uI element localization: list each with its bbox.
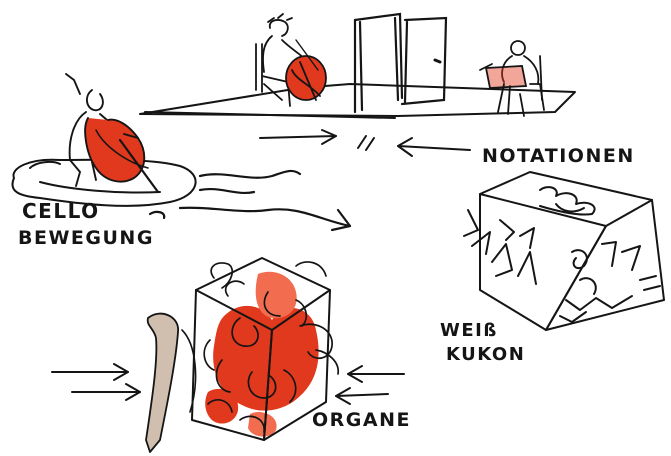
movement-waves (150, 171, 350, 230)
cellist-right (480, 41, 544, 116)
cellist-left (66, 74, 158, 192)
weiss-label-line2: KUKON (446, 344, 525, 365)
notationen-label: NOTATIONEN (482, 145, 635, 167)
arrows-center (260, 130, 470, 156)
weiss-label-line1: WEIß (440, 320, 498, 341)
organe-label: ORGANE (312, 409, 411, 431)
cellist-top (256, 14, 326, 106)
door-sketch (355, 14, 446, 112)
cello-label-line2: BEWEGUNG (18, 227, 154, 249)
cello-label-line1: CELLO (22, 199, 100, 223)
organ-cube (146, 258, 338, 452)
notation-cube (464, 172, 664, 330)
weiss-label: WEIß KUKON (440, 320, 525, 365)
